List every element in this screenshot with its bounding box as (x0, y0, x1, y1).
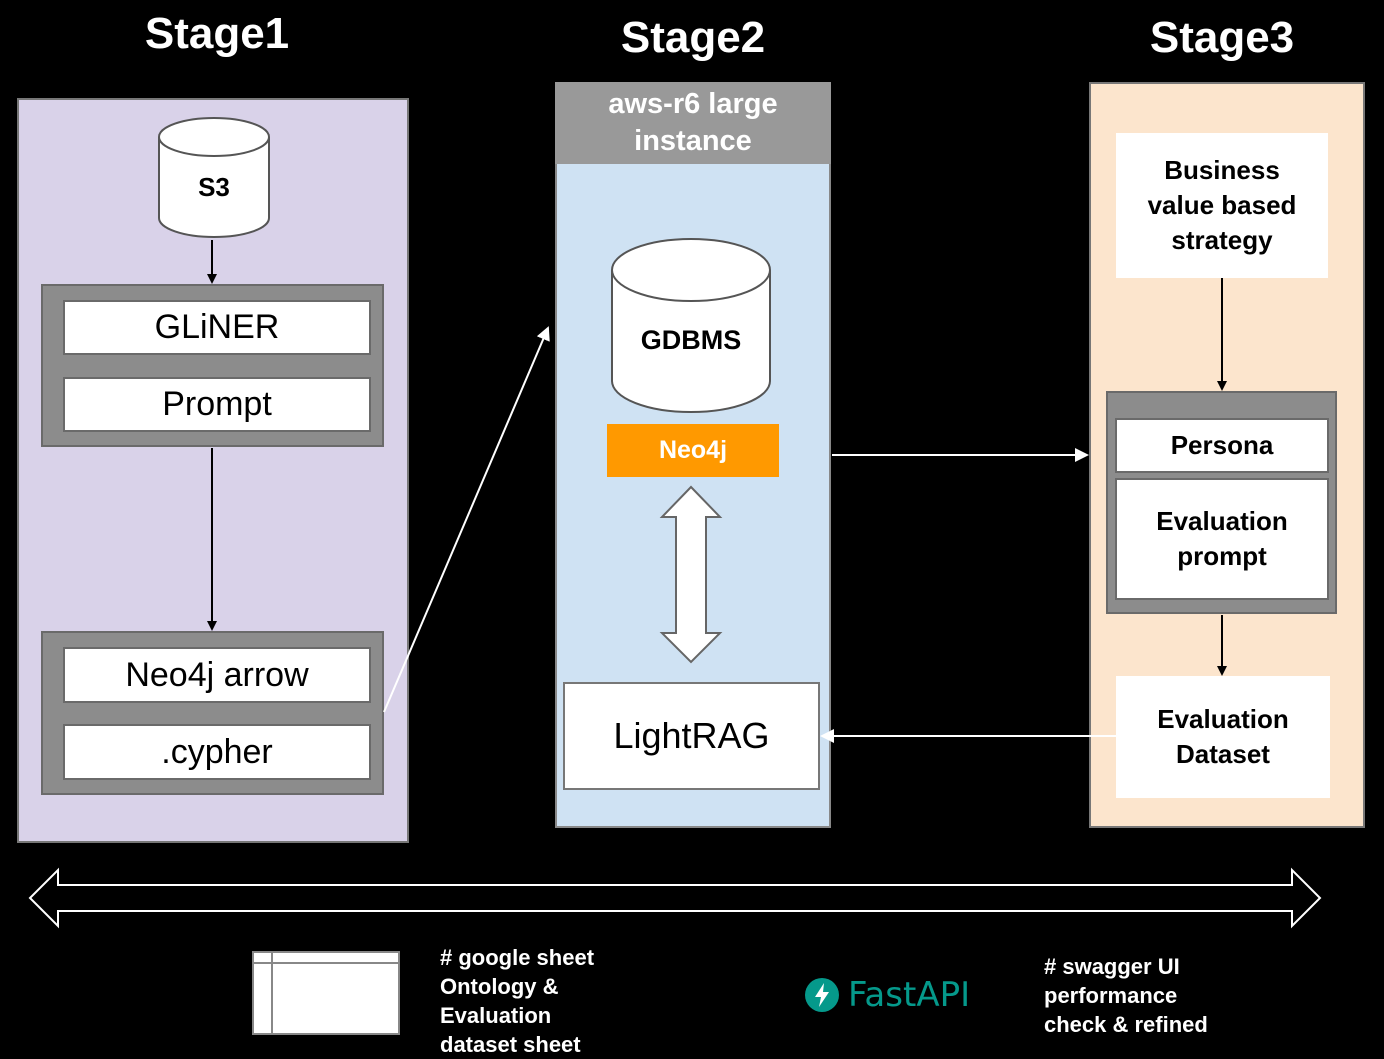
google-sheet-note: # google sheet Ontology & Evaluation dat… (440, 945, 595, 1057)
cypher-box: .cypher (63, 724, 371, 780)
stage1-title: Stage1 (144, 9, 290, 58)
instance-header: aws-r6 large instance (555, 82, 831, 164)
gdbms-label: GDBMS (640, 325, 742, 355)
spreadsheet-icon (252, 951, 400, 1035)
timeline-double-arrow (28, 867, 1322, 929)
s3-database-icon (158, 117, 270, 238)
lightrag-box: LightRAG (563, 682, 820, 790)
strategy-box: Business value based strategy (1116, 133, 1328, 278)
evaluation-prompt-box: Evaluation prompt (1115, 478, 1329, 600)
fastapi-logo-text: FastAPI (848, 975, 971, 1015)
s3-label: S3 (198, 172, 230, 202)
stage2-title: Stage2 (620, 13, 766, 62)
neo4j-badge: Neo4j (607, 424, 779, 477)
neo4j-lightrag-double-arrow (659, 485, 723, 664)
swagger-note: # swagger UI performance check & refined (1044, 954, 1208, 1037)
neo4j-arrow-box: Neo4j arrow (63, 647, 371, 703)
fastapi-icon (805, 978, 839, 1012)
gliner-box: GLiNER (63, 300, 371, 355)
evaluation-dataset-box: Evaluation Dataset (1116, 676, 1330, 798)
prompt-box: Prompt (63, 377, 371, 432)
stage1-to-stage2-arrow (383, 326, 550, 713)
stage3-title: Stage3 (1149, 13, 1295, 62)
persona-box: Persona (1115, 418, 1329, 473)
gdbms-database-icon (611, 238, 771, 413)
